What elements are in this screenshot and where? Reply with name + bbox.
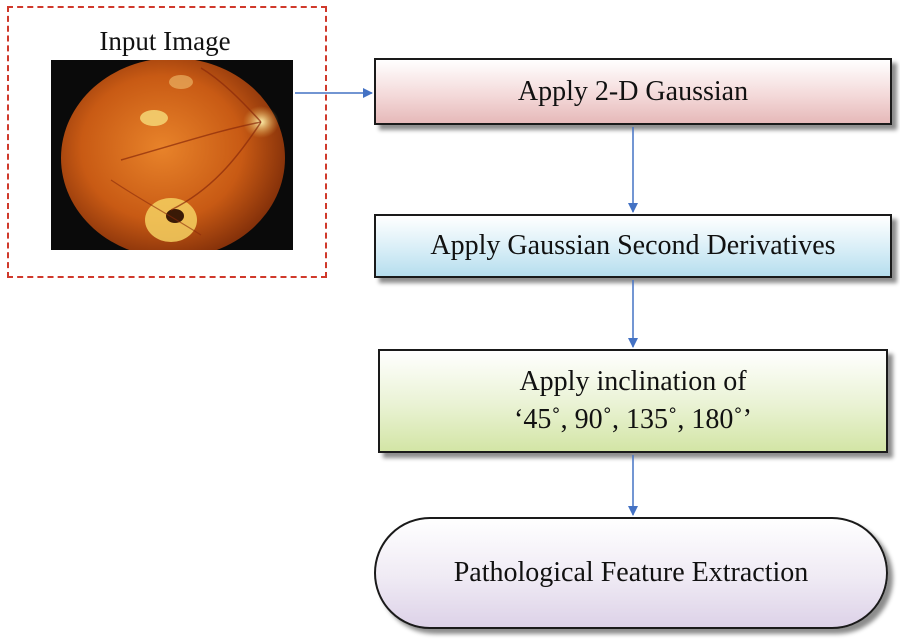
step-apply-inclination: Apply inclination of ‘45˚, 90˚, 135˚, 18… <box>378 349 888 453</box>
step-apply-2d-gaussian: Apply 2-D Gaussian <box>374 58 892 125</box>
step-pathological-feature-extraction: Pathological Feature Extraction <box>374 517 888 629</box>
step-apply-inclination-line2: ‘45˚, 90˚, 135˚, 180˚’ <box>514 404 752 435</box>
step-apply-inclination-line1: Apply inclination of <box>519 366 747 398</box>
step-pathological-feature-extraction-label: Pathological Feature Extraction <box>453 557 809 588</box>
step-apply-2d-gaussian-label: Apply 2-D Gaussian <box>517 75 749 107</box>
input-image-label: Input Image <box>99 26 231 56</box>
step-gaussian-second-derivatives: Apply Gaussian Second Derivatives <box>374 214 892 278</box>
step-gaussian-second-derivatives-label: Apply Gaussian Second Derivatives <box>430 230 836 261</box>
input-image-frame: Input Image <box>7 6 327 278</box>
fundus-image <box>51 60 293 250</box>
